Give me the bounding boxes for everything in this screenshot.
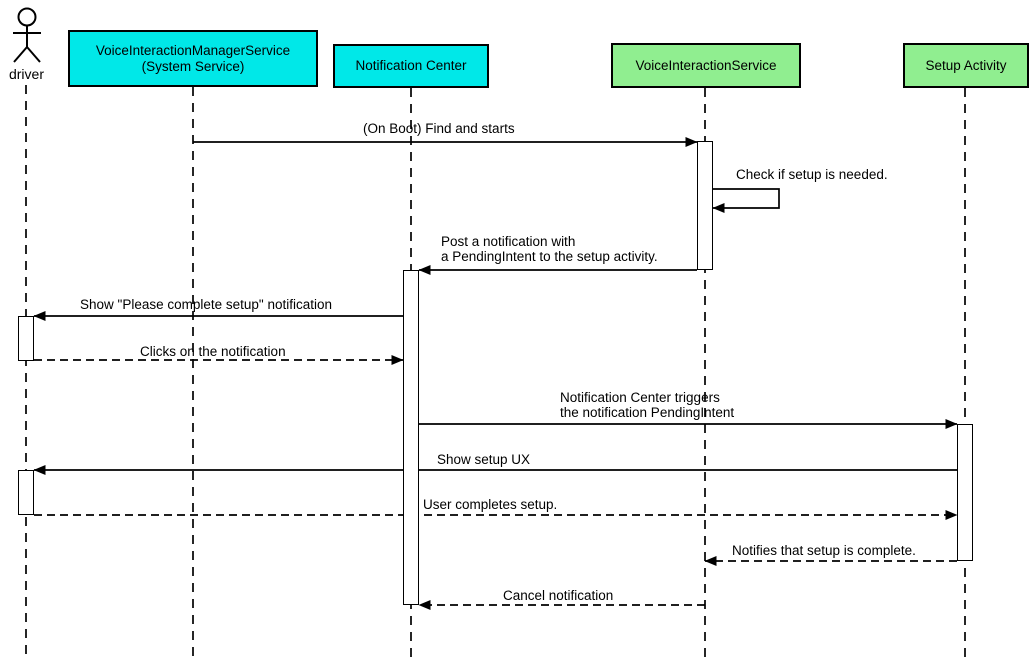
message-show-setup-notification: Show "Please complete setup" notificatio… — [80, 297, 332, 312]
activation-bar-driver-1 — [18, 316, 34, 361]
message-post-notification: Post a notification with a PendingIntent… — [441, 234, 658, 264]
activation-bar-driver-2 — [18, 470, 34, 515]
activation-bar-notification-center — [403, 270, 419, 605]
activation-bar-setup-activity — [957, 424, 973, 561]
message-on-boot-find-and-starts: (On Boot) Find and starts — [363, 121, 515, 136]
message-notifies-setup-complete: Notifies that setup is complete. — [732, 543, 916, 558]
message-cancel-notification: Cancel notification — [503, 588, 614, 603]
participant-voice-interaction-manager-service: VoiceInteractionManagerService (System S… — [68, 30, 318, 87]
participant-notification-center: Notification Center — [333, 44, 489, 88]
message-show-setup-ux: Show setup UX — [437, 452, 531, 467]
message-triggers-pending-intent: Notification Center triggers the notific… — [560, 390, 735, 420]
actor-driver-label: driver — [8, 66, 44, 82]
message-clicks-notification: Clicks on the notification — [140, 344, 286, 359]
message-check-if-setup-needed: Check if setup is needed. — [736, 167, 888, 182]
arrow-check-if-setup-needed-self — [712, 188, 780, 213]
participant-voice-interaction-service: VoiceInteractionService — [611, 43, 801, 88]
participant-setup-activity: Setup Activity — [903, 43, 1029, 88]
actor-driver-icon — [13, 7, 41, 63]
message-user-completes-setup: User completes setup. — [423, 497, 558, 512]
activation-bar-voice-interaction-service — [697, 141, 713, 270]
